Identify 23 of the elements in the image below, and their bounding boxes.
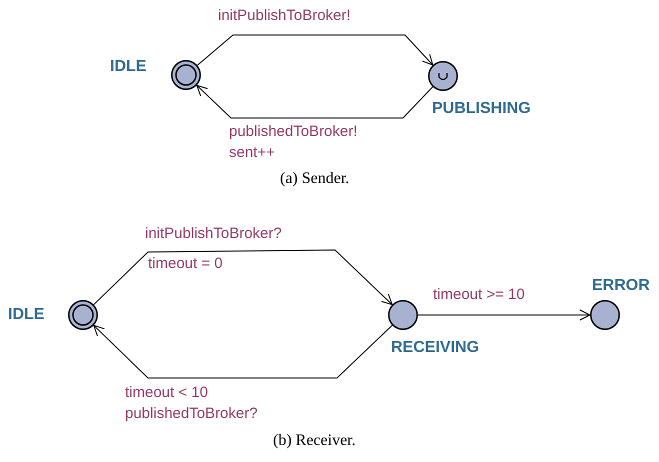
state-name: IDLE (8, 306, 44, 324)
edge-label: initPublishToBroker! (218, 6, 352, 26)
edge-label: initPublishToBroker? (145, 224, 283, 244)
state-circle (388, 300, 418, 330)
state-name: PUBLISHING (432, 100, 531, 118)
edge-label: publishedToBroker! sent++ (229, 122, 358, 163)
edge-label: timeout >= 10 (433, 285, 526, 305)
state-name: ERROR (592, 277, 650, 295)
state-name: RECEIVING (391, 339, 480, 357)
caption: (a) Sender. (280, 170, 350, 188)
transition-arrow (196, 34, 434, 66)
state-circle (590, 300, 620, 330)
transition-arrow (93, 250, 393, 306)
update-label: timeout = 0 (148, 255, 223, 272)
edge-label: timeout < 10 publishedToBroker? (125, 383, 259, 424)
transition-arrow (196, 84, 434, 118)
initial-state-circle (68, 300, 98, 330)
initial-state-circle (171, 60, 201, 90)
transition-arrow (418, 310, 590, 320)
caption: (b) Receiver. (273, 432, 356, 450)
urgent-state-circle (428, 61, 458, 91)
transition-arrow (93, 324, 393, 378)
state-name: IDLE (110, 58, 146, 76)
